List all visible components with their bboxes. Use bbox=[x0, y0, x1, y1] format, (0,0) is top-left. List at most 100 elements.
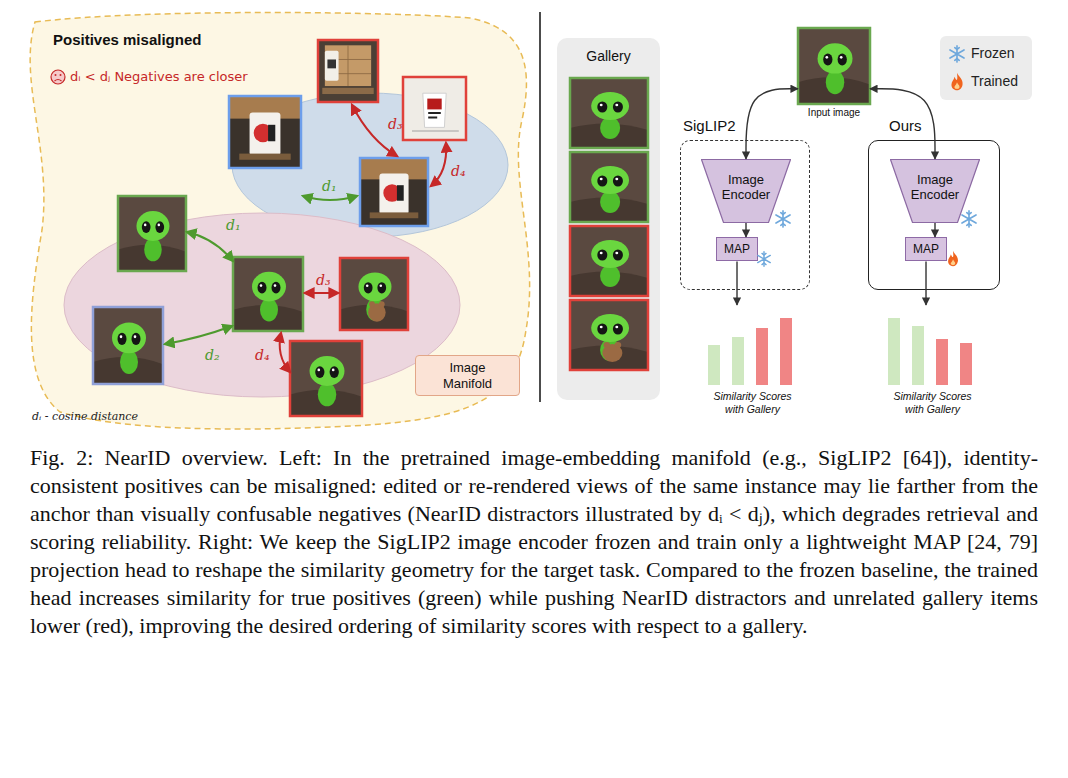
gallery-photo bbox=[570, 78, 648, 370]
gallery-photo bbox=[570, 226, 648, 296]
photo bbox=[368, 301, 385, 322]
connector-arrow bbox=[746, 89, 798, 159]
node-text: MAP bbox=[724, 242, 750, 256]
score-bar bbox=[756, 328, 768, 385]
distance-label: d₃ bbox=[316, 272, 331, 289]
projection-head-box: MAP bbox=[716, 237, 758, 261]
heading-text: Similarity Scores with Gallery bbox=[885, 390, 980, 415]
score-bar bbox=[912, 326, 924, 385]
encoder-shape bbox=[702, 160, 791, 223]
heading-text: Ours bbox=[889, 117, 922, 135]
panel-heading: Positives misaligned bbox=[53, 31, 201, 49]
figure-caption: Fig. 2: NearID overview. Left: In the pr… bbox=[30, 444, 1038, 640]
gallery-photo bbox=[570, 300, 648, 370]
photo bbox=[233, 257, 303, 331]
distance-label: d₁ bbox=[226, 217, 241, 234]
sad-face-icon bbox=[60, 74, 62, 76]
photo bbox=[93, 40, 466, 416]
connector-arrow bbox=[736, 261, 737, 305]
score-bar bbox=[732, 337, 744, 385]
gallery-photo bbox=[570, 226, 648, 296]
connector-arrow bbox=[745, 223, 746, 237]
caption-block: Fig. 2: NearID overview. Left: In the pr… bbox=[30, 444, 1038, 640]
legend-text: Frozen bbox=[971, 45, 1015, 62]
distance-arrow bbox=[165, 326, 232, 344]
gallery-photo bbox=[570, 152, 648, 222]
legend-panel bbox=[940, 36, 1032, 100]
distance-arrow bbox=[305, 292, 338, 294]
encoder-trapezoid: Image Encoder bbox=[701, 159, 791, 223]
distance-arrow bbox=[280, 333, 290, 372]
legend-text: Trained bbox=[971, 73, 1018, 90]
gallery-photo bbox=[570, 78, 648, 148]
manifold-region bbox=[30, 13, 529, 430]
note-text: dᵢ < dⱼ Negatives are closer bbox=[70, 69, 248, 85]
heading-text: SigLIP2 bbox=[683, 117, 736, 135]
sad-face-icon bbox=[55, 80, 62, 82]
connector-arrow bbox=[870, 89, 935, 159]
manifold-tag-box: Image Manifold bbox=[415, 355, 520, 396]
photo bbox=[403, 77, 466, 140]
photo bbox=[229, 96, 301, 168]
photo bbox=[93, 307, 163, 384]
connector-arrow bbox=[925, 261, 926, 305]
node-text: Image Encoder bbox=[890, 159, 980, 203]
frozen-icon bbox=[758, 252, 770, 266]
score-bar bbox=[936, 339, 948, 385]
photo bbox=[93, 307, 163, 384]
heading-text: Gallery bbox=[557, 48, 660, 65]
score-bar bbox=[780, 318, 792, 385]
photo bbox=[233, 257, 303, 331]
distance-label: d₄ bbox=[451, 163, 466, 180]
frozen-icon bbox=[962, 211, 976, 227]
sad-face-icon bbox=[51, 70, 65, 84]
distance-label: d₃ bbox=[388, 116, 403, 133]
connector-arrow bbox=[934, 223, 935, 237]
distance-arrow bbox=[187, 232, 233, 261]
gallery-photo bbox=[570, 152, 648, 222]
distance-label: d₁ bbox=[322, 178, 337, 195]
distance-arrow bbox=[431, 143, 446, 186]
photo bbox=[340, 258, 408, 330]
input-photo bbox=[798, 28, 870, 104]
heading-text: Input image bbox=[808, 107, 860, 119]
sad-face-icon bbox=[55, 74, 57, 76]
frozen-icon bbox=[758, 46, 976, 266]
score-bar bbox=[960, 343, 972, 385]
photo bbox=[290, 341, 362, 416]
heading-text: Similarity Scores with Gallery bbox=[705, 390, 800, 415]
photo bbox=[118, 196, 186, 271]
photo bbox=[318, 40, 378, 102]
trained-icon bbox=[948, 73, 963, 266]
photo bbox=[360, 158, 428, 226]
model-box: OursImage EncoderMAP bbox=[868, 140, 1000, 290]
input-photo bbox=[798, 28, 870, 104]
projection-head-box: MAP bbox=[905, 237, 947, 261]
score-bar bbox=[708, 345, 720, 385]
score-bar bbox=[888, 318, 900, 385]
photo bbox=[340, 258, 408, 330]
panel-divider bbox=[539, 12, 541, 402]
frozen-icon bbox=[776, 211, 790, 227]
photo bbox=[360, 158, 428, 226]
score-bar bbox=[708, 318, 972, 385]
node-text: Image Encoder bbox=[701, 159, 791, 203]
gallery-photo bbox=[570, 300, 648, 370]
footnote: dᵢ - cosine distance bbox=[32, 410, 138, 423]
frozen-icon bbox=[950, 46, 964, 62]
photo bbox=[318, 40, 378, 102]
gallery-photo bbox=[602, 342, 622, 362]
photo bbox=[290, 341, 362, 416]
sad-face-icon bbox=[51, 70, 65, 84]
photo bbox=[118, 196, 186, 271]
distance-label: d₄ bbox=[255, 347, 270, 364]
distance-arrow bbox=[303, 196, 357, 200]
distance-arrow bbox=[165, 105, 446, 372]
gallery-photo bbox=[570, 78, 648, 148]
trained-icon bbox=[951, 73, 962, 90]
